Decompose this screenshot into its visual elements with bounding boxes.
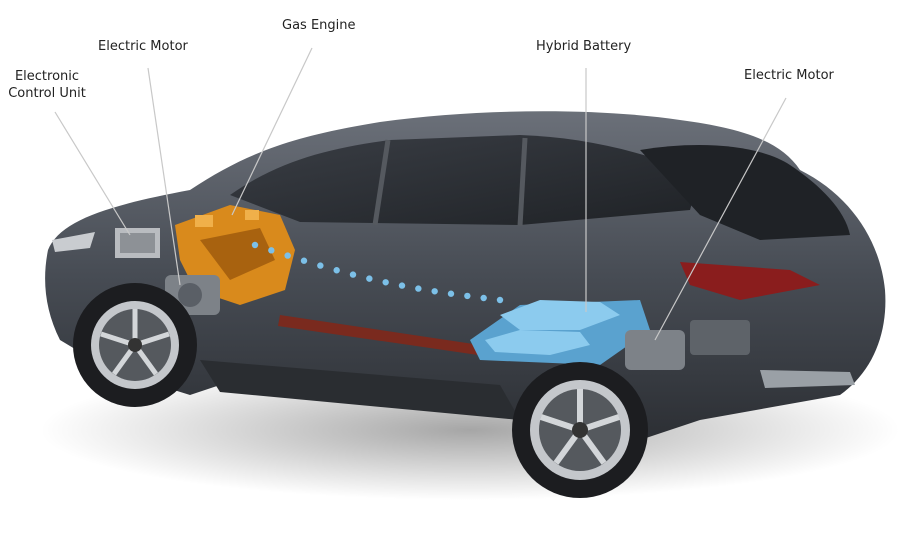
label-electric-motor-front: Electric Motor [98,39,188,54]
leader-line-ecu [54,111,131,236]
headlight [52,232,95,252]
power-flow-dots [251,241,504,304]
tail-light [680,262,820,300]
power-flow-dot [415,285,422,292]
power-flow-dot [447,290,455,297]
leader-line-rear-motor [654,97,787,341]
power-flow-dot [300,257,308,264]
rocker-panel [200,360,520,420]
power-flow-dot [349,271,357,278]
rear-window [640,145,850,240]
c-pillar [517,137,528,227]
power-flow-dot [366,275,373,282]
power-flow-dot [251,241,259,249]
power-flow-dot [431,288,438,295]
ecu-module [115,228,160,258]
power-flow-dot [333,267,340,274]
power-flow-dot [480,294,487,302]
power-flow-dot [398,282,406,289]
power-flow-dot [317,262,324,269]
power-flow-dot [284,252,291,259]
power-flow-dot [382,279,389,286]
leader-line-front-motor [147,67,181,286]
label-ecu-line2: Control Unit [8,86,86,101]
label-ecu-line1: Electronic [14,69,80,84]
leader-line-gas-engine [231,47,313,216]
label-hybrid-battery: Hybrid Battery [536,39,632,54]
power-flow-dot [268,247,275,254]
front-wheel [73,283,197,407]
exhaust [760,370,855,388]
power-flow-dot [464,292,471,300]
power-flow-dot [496,296,504,304]
hybrid-battery-pack [470,300,650,365]
windows [230,135,700,225]
label-gas-engine: Gas Engine [282,18,356,33]
label-electric-motor-rear: Electric Motor [744,68,834,83]
drive-shaft [278,315,480,355]
label-ecu: Electronic Control Unit [5,68,89,102]
b-pillar [372,139,391,226]
rear-wheel [512,362,648,498]
rear-electric-motor [625,320,750,370]
